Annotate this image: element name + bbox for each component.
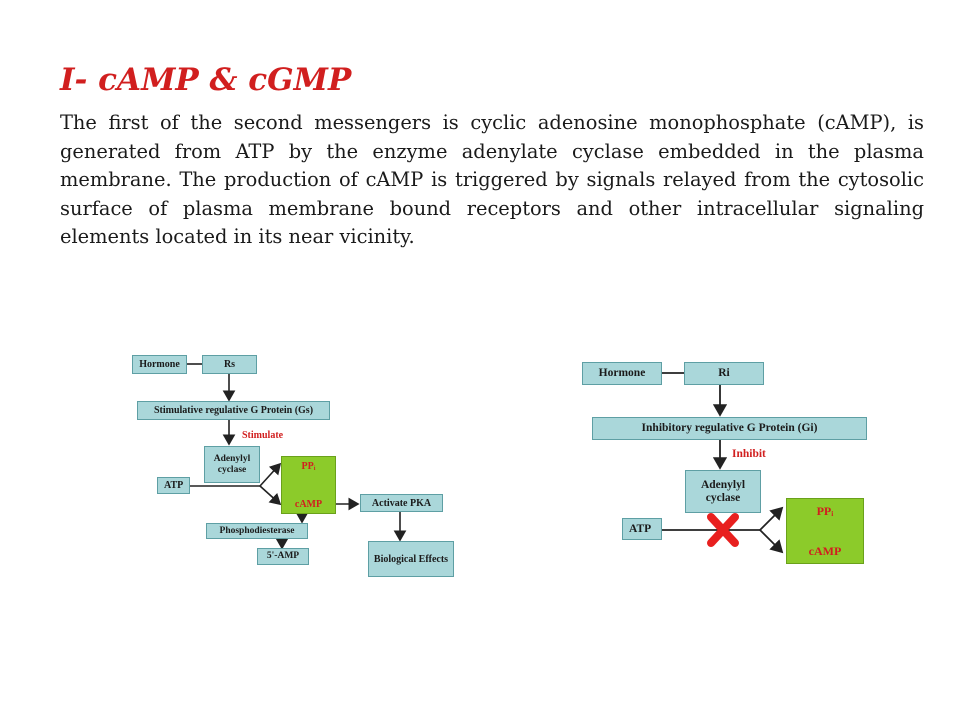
body-paragraph: The first of the second messengers is cy… [60, 111, 924, 249]
node-adenylyl-cyclase: Adenylyl cyclase [204, 446, 260, 483]
node-biological-effects: Biological Effects [368, 541, 454, 577]
node-hormone: Hormone [132, 355, 187, 374]
node-receptor-ri: Ri [684, 362, 764, 385]
node-5-amp: 5'-AMP [257, 548, 309, 565]
node-hormone-r: Hormone [582, 362, 662, 385]
node-products: PPᵢ cAMP [281, 456, 336, 514]
label-stimulate: Stimulate [242, 430, 284, 441]
label-inhibit: Inhibit [732, 448, 766, 460]
diagram-stimulative: Hormone Rs Stimulative regulative G Prot… [132, 352, 462, 582]
node-activate-pka: Activate PKA [360, 494, 443, 512]
node-atp-r: ATP [622, 518, 662, 540]
node-adenylyl-cyclase-r: Adenylyl cyclase [685, 470, 761, 513]
node-g-protein-gi: Inhibitory regulative G Protein (Gi) [592, 417, 867, 440]
label-ppi: PPᵢ [301, 461, 316, 472]
node-phosphodiesterase: Phosphodiesterase [206, 523, 308, 539]
node-g-protein-gs: Stimulative regulative G Protein (Gs) [137, 401, 330, 420]
node-products-r: PPᵢ cAMP [786, 498, 864, 564]
node-atp: ATP [157, 477, 190, 494]
node-receptor-rs: Rs [202, 355, 257, 374]
arrow-to-ppi [259, 462, 282, 487]
arrow-to-ppi-r [759, 506, 784, 531]
page-title: I- cAMP & cGMP [60, 62, 352, 98]
arrow-to-camp [259, 485, 282, 506]
label-ppi-r: PPᵢ [816, 504, 834, 518]
arrow-to-camp-r [759, 529, 784, 554]
label-camp: cAMP [294, 499, 323, 510]
diagram-inhibitory-connectors [662, 372, 784, 554]
red-x-icon [707, 513, 739, 547]
label-camp-r: cAMP [808, 543, 842, 558]
diagram-inhibitory: Hormone Ri Inhibitory regulative G Prote… [582, 360, 872, 570]
diagram-stimulative-connectors [187, 363, 407, 550]
